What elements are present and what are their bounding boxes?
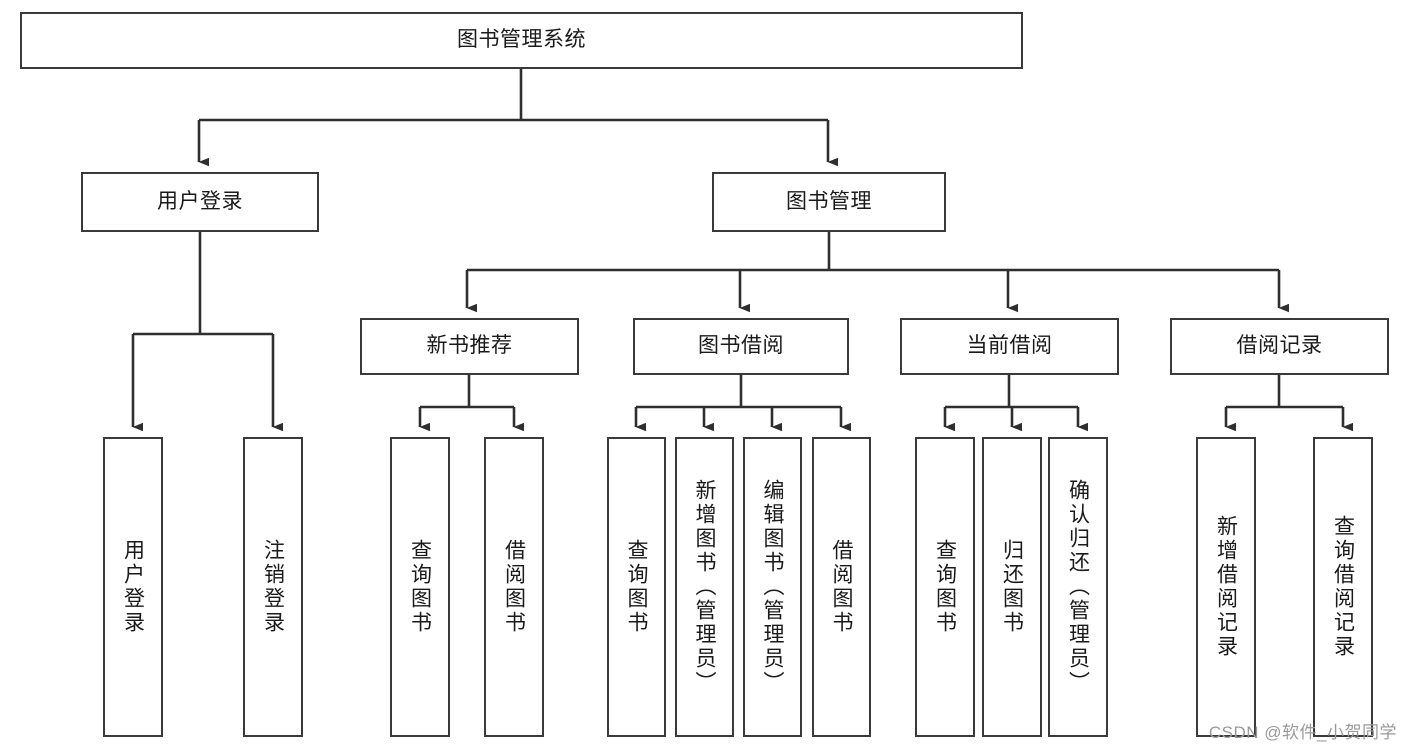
leaf-add-book-admin-label: 新增图书（管理员） (693, 479, 716, 695)
leaf-edit-book-admin-label: 编辑图书（管理员） (761, 479, 784, 695)
leaf-return-book-label: 归还图书 (1000, 539, 1024, 635)
leaf-confirm-return-admin[interactable]: 确认归还（管理员） (1048, 437, 1108, 737)
node-new-book-recommend[interactable]: 新书推荐 (360, 318, 579, 375)
node-root[interactable]: 图书管理系统 (20, 12, 1023, 69)
node-book-management-label: 图书管理 (786, 189, 872, 213)
leaf-user-login[interactable]: 用户登录 (103, 437, 163, 737)
leaf-add-book-admin[interactable]: 新增图书（管理员） (675, 437, 734, 737)
leaf-edit-book-admin[interactable]: 编辑图书（管理员） (743, 437, 802, 737)
node-borrow-record[interactable]: 借阅记录 (1170, 318, 1389, 375)
node-current-borrow[interactable]: 当前借阅 (900, 318, 1119, 375)
leaf-confirm-return-admin-label: 确认归还（管理员） (1066, 479, 1090, 695)
leaf-query-book-borrow[interactable]: 查询图书 (607, 437, 666, 737)
node-book-management[interactable]: 图书管理 (712, 172, 946, 232)
leaf-borrow-book-label: 借阅图书 (830, 539, 853, 635)
node-user-login[interactable]: 用户登录 (81, 172, 319, 232)
csdn-watermark: CSDN @软件_小贺同学 (1208, 723, 1397, 742)
leaf-return-book[interactable]: 归还图书 (982, 437, 1042, 737)
node-book-borrow[interactable]: 图书借阅 (633, 318, 849, 375)
leaf-query-book-current-label: 查询图书 (933, 539, 957, 635)
leaf-query-book-borrow-label: 查询图书 (625, 539, 648, 635)
leaf-logout[interactable]: 注销登录 (243, 437, 303, 737)
node-new-book-recommend-label: 新书推荐 (426, 334, 513, 358)
node-user-login-label: 用户登录 (157, 189, 243, 213)
node-borrow-record-label: 借阅记录 (1236, 334, 1323, 358)
node-root-label: 图书管理系统 (457, 28, 586, 52)
leaf-query-book-current[interactable]: 查询图书 (915, 437, 975, 737)
leaf-user-login-label: 用户登录 (121, 539, 145, 635)
leaf-logout-label: 注销登录 (261, 539, 285, 635)
leaf-borrow-book-rec-label: 借阅图书 (502, 539, 526, 635)
leaf-query-borrow-record-label: 查询借阅记录 (1331, 515, 1355, 659)
leaf-query-book-rec-label: 查询图书 (408, 539, 432, 635)
node-current-borrow-label: 当前借阅 (966, 334, 1053, 358)
leaf-borrow-book-rec[interactable]: 借阅图书 (484, 437, 544, 737)
leaf-borrow-book[interactable]: 借阅图书 (812, 437, 871, 737)
leaf-query-borrow-record[interactable]: 查询借阅记录 (1313, 437, 1373, 737)
leaf-query-book-rec[interactable]: 查询图书 (390, 437, 450, 737)
node-book-borrow-label: 图书借阅 (698, 334, 784, 358)
leaf-add-borrow-record[interactable]: 新增借阅记录 (1196, 437, 1256, 737)
leaf-add-borrow-record-label: 新增借阅记录 (1214, 515, 1238, 659)
